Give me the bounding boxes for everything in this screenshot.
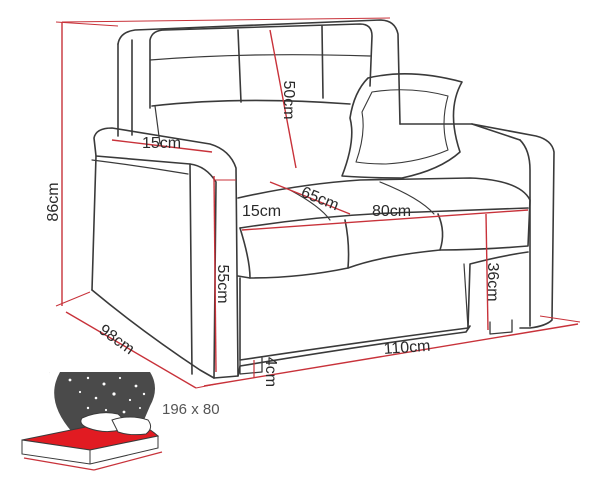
- dimension-labels: 86cm 50cm 15cm 65cm 15cm 80cm 55cm 36cm …: [45, 80, 501, 387]
- label-bed-size: 196 x 80: [162, 401, 220, 418]
- back-cushion-outline: [149, 23, 373, 109]
- right-leg: [489, 319, 513, 335]
- label-height-total: 86cm: [45, 182, 62, 221]
- sofa-drawing: [91, 19, 555, 379]
- bed-drawer-outline: [239, 251, 529, 361]
- front-leg: [239, 357, 263, 375]
- label-width-total: 110cm: [383, 338, 431, 358]
- label-back-height: 50cm: [280, 80, 297, 119]
- label-bed-height: 36cm: [484, 262, 501, 301]
- label-leg-height: 4cm: [262, 357, 279, 387]
- dimension-lines: [55, 17, 581, 389]
- label-depth-total: 98cm: [96, 321, 138, 358]
- seat-cushion-outline: [237, 177, 531, 279]
- label-arm-depth-inner: 15cm: [242, 203, 281, 220]
- sofa-bed-icon: [21, 372, 163, 471]
- star-icon: [68, 376, 146, 414]
- label-seat-height: 55cm: [214, 264, 231, 303]
- pillow-outline: [341, 73, 463, 179]
- left-arm-outline: [93, 127, 239, 379]
- backrest-outline: [117, 19, 401, 125]
- label-arm-width: 15cm: [142, 135, 181, 152]
- right-arm-outline: [399, 123, 555, 329]
- label-seat-width: 80cm: [372, 203, 411, 220]
- sofa-base-outline: [91, 289, 215, 379]
